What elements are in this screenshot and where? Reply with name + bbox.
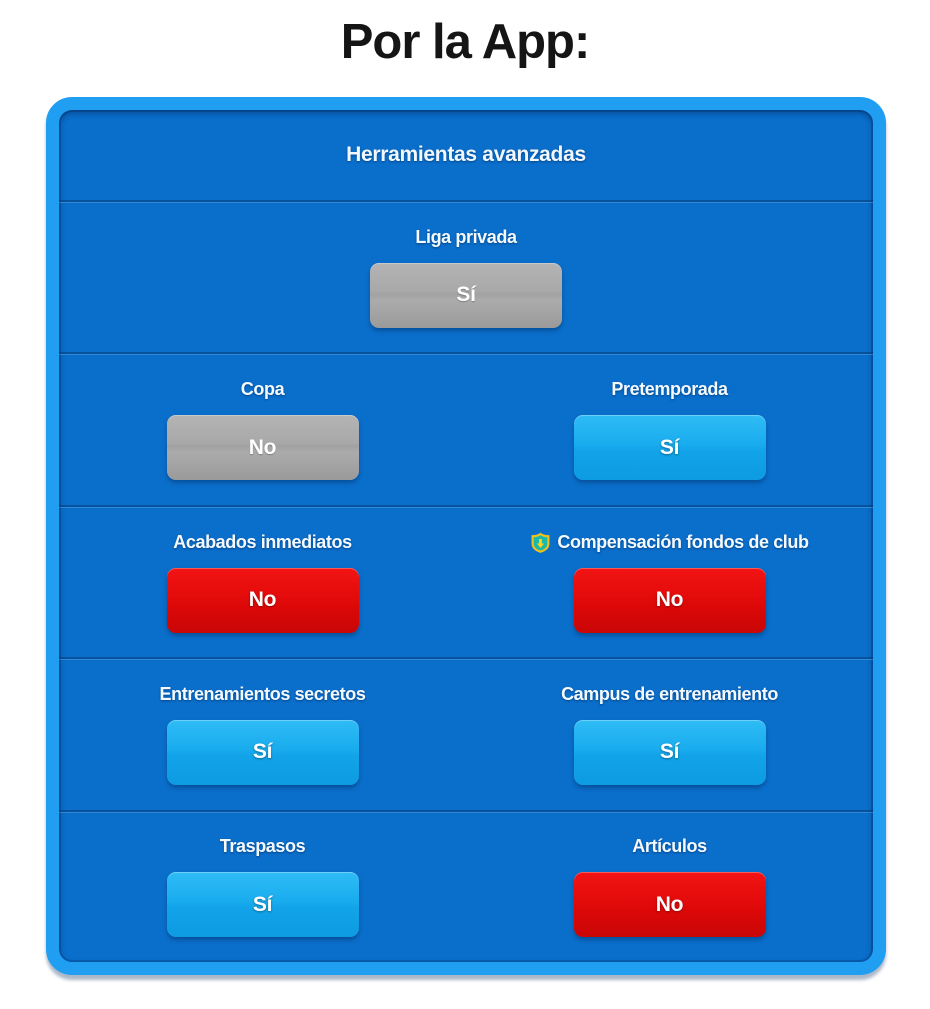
row-acabados-compensacion: Acabados inmediatos No Compensación fond… (59, 504, 873, 657)
advanced-tools-panel: Herramientas avanzadas Liga privada Sí C… (46, 97, 886, 975)
compensacion-fondos-toggle-button[interactable]: No (573, 567, 766, 633)
pretemporada-label: Pretemporada (611, 379, 728, 400)
articulos-label: Artículos (632, 836, 707, 857)
row-copa-pretemporada: Copa No Pretemporada Sí (59, 352, 873, 504)
toggle-group-traspasos: Traspasos Sí (59, 812, 466, 962)
traspasos-toggle-button[interactable]: Sí (166, 872, 359, 938)
articulos-toggle-button[interactable]: No (573, 872, 766, 938)
compensacion-fondos-label: Compensación fondos de club (557, 531, 809, 552)
liga-privada-toggle-button[interactable]: Sí (370, 262, 562, 328)
toggle-group-pretemporada: Pretemporada Sí (466, 354, 873, 504)
panel-header: Herramientas avanzadas (59, 110, 873, 200)
toggle-group-compensacion-fondos: Compensación fondos de club No (466, 507, 873, 657)
row-entrenamientos-campus: Entrenamientos secretos Sí Campus de ent… (59, 657, 873, 809)
campus-entrenamiento-toggle-button[interactable]: Sí (573, 719, 766, 785)
pretemporada-toggle-button[interactable]: Sí (573, 415, 766, 481)
page-title: Por la App: (340, 15, 591, 69)
entrenamientos-secretos-toggle-button[interactable]: Sí (166, 719, 359, 785)
traspasos-label: Traspasos (219, 836, 306, 857)
toggle-group-campus-entrenamiento: Campus de entrenamiento Sí (466, 659, 873, 809)
acabados-inmediatos-toggle-button[interactable]: No (166, 567, 359, 633)
copa-label: Copa (240, 379, 285, 400)
row-traspasos-articulos: Traspasos Sí Artículos No (59, 809, 873, 962)
entrenamientos-secretos-label: Entrenamientos secretos (159, 683, 366, 704)
toggle-group-copa: Copa No (59, 354, 466, 504)
toggle-group-liga-privada: Liga privada Sí (59, 202, 873, 352)
row-liga-privada: Liga privada Sí (59, 200, 873, 352)
campus-entrenamiento-label: Campus de entrenamiento (561, 683, 778, 704)
copa-toggle-button[interactable]: No (166, 415, 359, 481)
acabados-inmediatos-label: Acabados inmediatos (173, 531, 352, 552)
toggle-group-entrenamientos-secretos: Entrenamientos secretos Sí (59, 659, 466, 809)
liga-privada-label: Liga privada (415, 226, 517, 247)
panel-title: Herramientas avanzadas (346, 143, 586, 166)
toggle-group-articulos: Artículos No (466, 812, 873, 962)
club-funds-crest-icon (530, 532, 551, 553)
toggle-group-acabados-inmediatos: Acabados inmediatos No (59, 507, 466, 657)
